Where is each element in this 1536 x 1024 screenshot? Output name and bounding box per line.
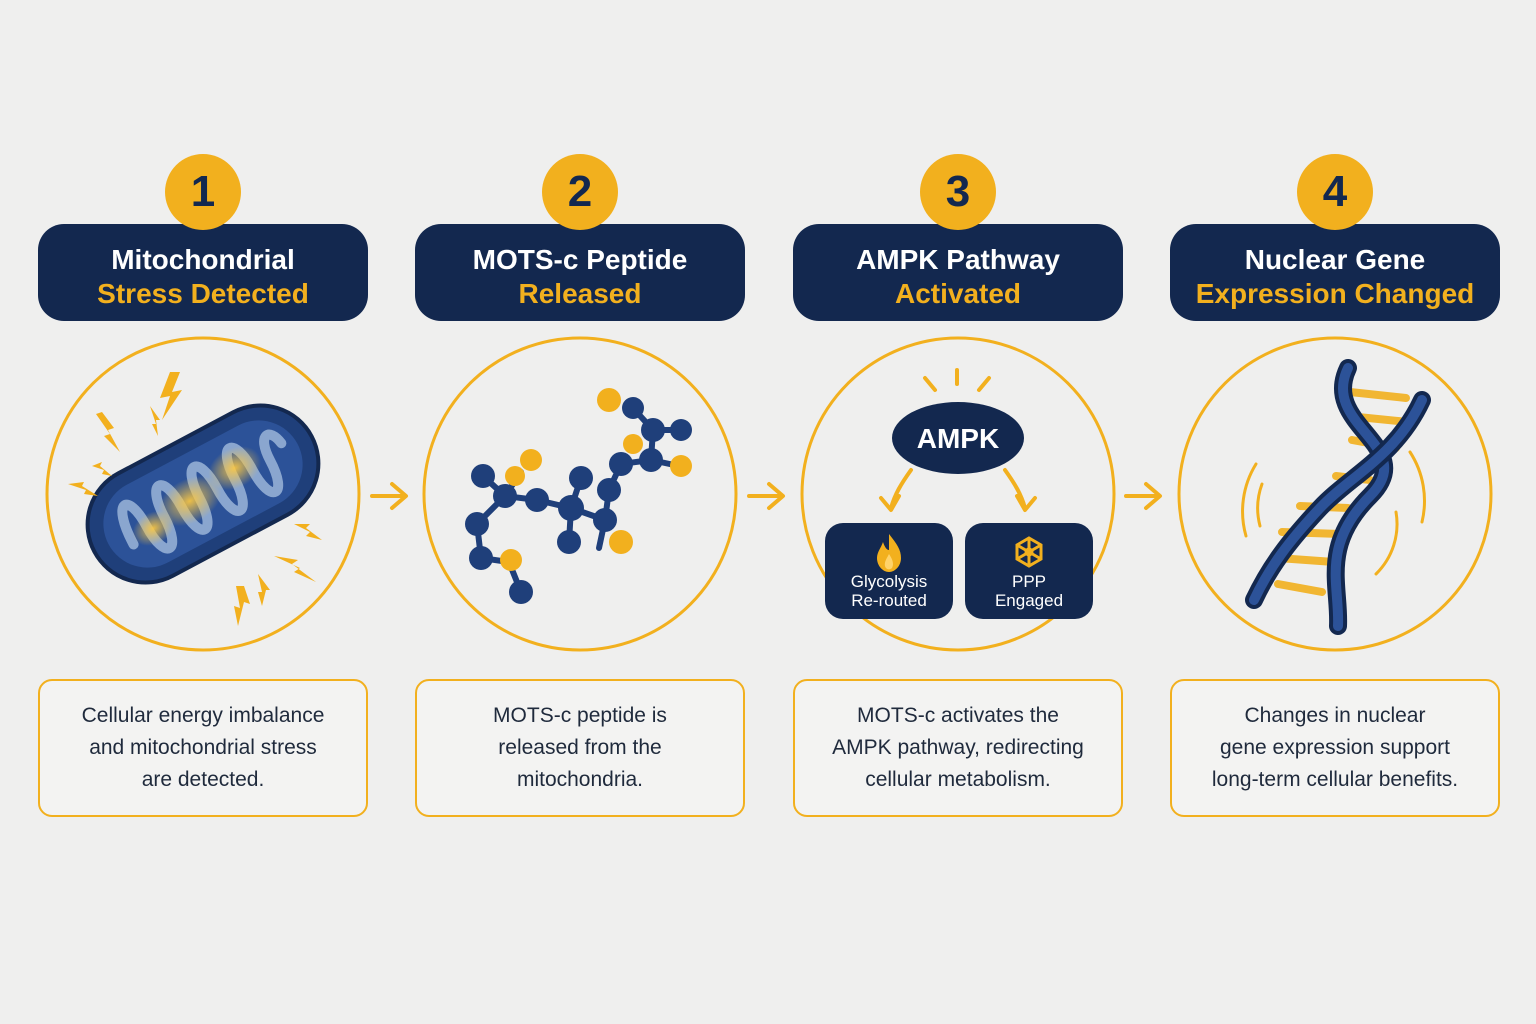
step-title: AMPK Pathway Activated [793,224,1123,321]
step-number-badge: 3 [920,154,996,230]
mitochondrion-illustration [38,336,368,656]
step-3: 3 AMPK Pathway Activated AMPK [793,0,1123,1024]
branch-left-line2: Re-routed [851,591,927,610]
flame-icon [877,534,901,572]
step-title: Mitochondrial Stress Detected [38,224,368,321]
mitochondrion-icon [85,403,321,585]
step-title-line1: Mitochondrial [111,244,295,275]
step-title-line1: Nuclear Gene [1244,244,1426,275]
step-title: Nuclear Gene Expression Changed [1170,224,1500,321]
ampk-pathway-illustration: AMPK [793,336,1123,656]
step-title-line1: MOTS-c Peptide [472,244,688,275]
step-description: Cellular energy imbalance and mitochondr… [38,679,368,817]
ampk-pathway-icon: AMPK [825,368,1093,619]
ampk-label: AMPK [917,423,999,454]
step-number-badge: 2 [542,154,618,230]
step-1: 1 Mitochondrial Stress Detected [38,0,368,1024]
branch-left-line1: Glycolysis [851,572,928,591]
hexagon-network-icon [1015,536,1043,568]
arrow-right-icon [747,482,785,510]
step-description-text: Cellular energy imbalance and mitochondr… [81,704,325,791]
step-4: 4 Nuclear Gene Expression Changed [1170,0,1500,1024]
step-title-line2: Activated [894,278,1022,309]
step-description: MOTS-c activates the AMPK pathway, redir… [793,679,1123,817]
arrow-right-icon [1124,482,1162,510]
step-description-text: MOTS-c activates the AMPK pathway, redir… [832,704,1084,791]
peptide-illustration [415,336,745,656]
step-title-line2: Released [518,278,642,309]
dna-helix-icon [1241,359,1431,635]
lightning-icon [68,372,322,626]
step-2: 2 MOTS-c Peptide Released [415,0,745,1024]
arrow-right-icon [370,482,408,510]
step-description-text: MOTS-c peptide is released from the mito… [493,704,667,791]
step-title: MOTS-c Peptide Released [415,224,745,321]
branch-right-line1: PPP [1012,572,1046,591]
step-title-line2: Stress Detected [97,278,309,309]
dna-illustration [1170,336,1500,656]
step-description: MOTS-c peptide is released from the mito… [415,679,745,817]
step-title-line2: Expression Changed [1195,278,1475,309]
step-title-line1: AMPK Pathway [856,244,1060,275]
step-number-badge: 4 [1297,154,1373,230]
step-description-text: Changes in nuclear gene expression suppo… [1211,704,1459,791]
step-number-badge: 1 [165,154,241,230]
branch-right-line2: Engaged [995,591,1063,610]
peptide-molecule-icon [465,388,692,604]
step-description: Changes in nuclear gene expression suppo… [1170,679,1500,817]
